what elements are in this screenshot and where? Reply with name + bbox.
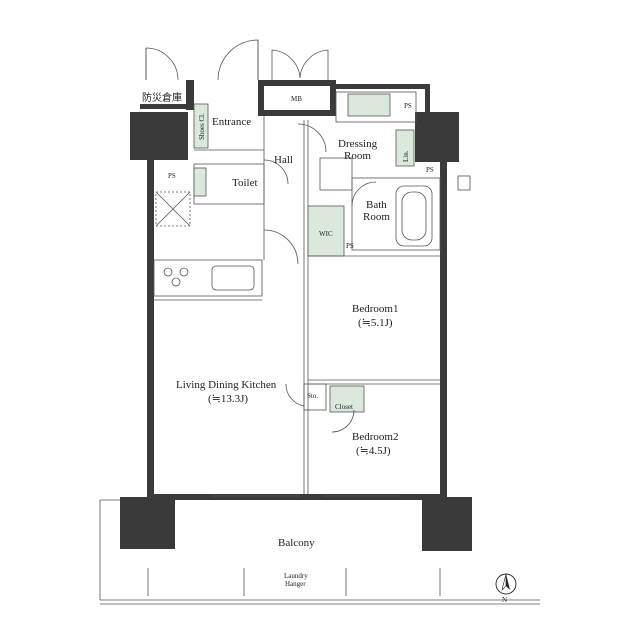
storage-label: 防災倉庫 bbox=[142, 91, 182, 104]
shoes-closet-label: Shoes Cl. bbox=[198, 113, 206, 140]
bath-room-label-1: Bath bbox=[366, 199, 387, 211]
dressing-room-label-1: Dressing bbox=[338, 138, 378, 150]
mb-label: MB bbox=[291, 95, 302, 103]
ldk-size: (≒13.3J) bbox=[208, 393, 248, 405]
north-label: N bbox=[502, 596, 507, 604]
ps-label-right: PS bbox=[426, 166, 434, 174]
wic-label: WIC bbox=[319, 230, 333, 238]
bedroom2-label: Bedroom2 bbox=[352, 431, 398, 443]
balcony bbox=[99, 499, 540, 605]
entrance-label: Entrance bbox=[212, 116, 251, 128]
room-labels: 防災倉庫 Shoes Cl. Entrance MB PS Dressing R… bbox=[142, 91, 507, 604]
bedroom2-size: (≒4.5J) bbox=[356, 445, 391, 457]
dressing-room-label-2: Room bbox=[344, 150, 371, 162]
linen-label: Lin. bbox=[402, 150, 410, 162]
ps-label-wic: PS bbox=[346, 242, 354, 250]
bedroom1-size: (≒5.1J) bbox=[358, 317, 393, 329]
toilet-label: Toilet bbox=[232, 177, 258, 189]
hall-label: Hall bbox=[274, 154, 293, 166]
outer-walls bbox=[140, 80, 471, 500]
laundry-hanger-label-2: Hanger bbox=[285, 580, 306, 588]
balcony-label: Balcony bbox=[278, 537, 315, 549]
north-compass-icon bbox=[495, 573, 517, 595]
storage-small-label: Sto. bbox=[307, 392, 318, 400]
entrance-doors bbox=[145, 39, 329, 81]
ps-label-top: PS bbox=[404, 102, 412, 110]
closet-label: Closet bbox=[335, 403, 353, 411]
structural-columns bbox=[120, 112, 472, 551]
ps-label-left: PS bbox=[168, 172, 176, 180]
bath-room-label-2: Room bbox=[363, 211, 390, 223]
bedroom1-label: Bedroom1 bbox=[352, 303, 398, 315]
laundry-hanger-label-1: Laundry bbox=[284, 572, 308, 580]
ldk-label: Living Dining Kitchen bbox=[176, 379, 277, 391]
interior-walls bbox=[153, 91, 441, 497]
